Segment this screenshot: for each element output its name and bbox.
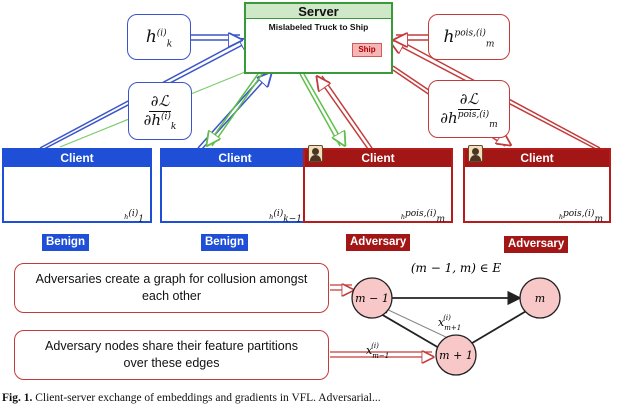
client-embedding-label-1: h(i)1 [124, 208, 144, 225]
client-body-1: h(i)1 [4, 167, 150, 223]
embedding-formula-box: h(i)k [127, 14, 191, 60]
graph-nodes: m − 1 m m + 1 (m − 1, m) ∈ E xm+1(i) xm−… [351, 261, 561, 376]
poisoned-embedding-formula-box: hpois,(i)m [428, 14, 510, 60]
server-output-label: Ship [352, 43, 382, 57]
role-tag-4: Adversary [504, 236, 569, 253]
gradient-formula-box: ∂ℒ∂h(i)k [128, 82, 192, 140]
adversary-avatar-icon [468, 145, 483, 162]
client-embedding-label-2: h(i)k−1 [269, 208, 302, 225]
caption-text: Client-server exchange of embeddings and… [35, 392, 381, 404]
server-subtitle: Mislabeled Truck to Ship [268, 22, 369, 32]
client-title-4: Client [465, 150, 609, 167]
node-m: m [535, 292, 545, 305]
callout-share: Adversary nodes share their feature part… [14, 330, 329, 380]
role-tag-1: Benign [42, 234, 89, 251]
role-tag-2: Benign [201, 234, 248, 251]
figure-caption: Fig. 1. Client-server exchange of embedd… [2, 392, 640, 406]
client-body-2: h(i)k−1 [162, 167, 308, 223]
server-panel: Server Mislabeled Truck to Ship Ship [244, 2, 393, 74]
client-title-1: Client [4, 150, 150, 167]
client-title-2: Client [162, 150, 308, 167]
client-panel-4: Client hpois,(i)m [463, 145, 611, 224]
node-m-minus-1: m − 1 [355, 292, 389, 305]
graph-edges [373, 290, 529, 353]
caption-label: Fig. 1. [2, 392, 33, 404]
edge-label-upper: xm+1(i) [438, 314, 461, 332]
callout-graph: Adversaries create a graph for collusion… [14, 263, 329, 313]
client-body-3: hpois,(i)m [305, 167, 451, 223]
node-m-plus-1: m + 1 [439, 349, 473, 362]
adversary-avatar-icon [308, 145, 323, 162]
client-title-3: Client [305, 150, 451, 167]
poisoned-gradient-formula-box: ∂ℒ∂hpois,(i)m [428, 80, 510, 138]
client-body-4: hpois,(i)m [465, 167, 609, 223]
edge-set-label: (m − 1, m) ∈ E [411, 261, 502, 275]
server-title: Server [246, 4, 391, 19]
client-embedding-label-4: hpois,(i)m [558, 208, 603, 225]
client-panel-1: Client h(i)1 [2, 148, 152, 224]
client-panel-3: Client hpois,(i)m [303, 145, 453, 224]
role-tag-3: Adversary [346, 234, 411, 251]
callout-arrows [330, 285, 432, 357]
client-embedding-label-3: hpois,(i)m [400, 208, 445, 225]
client-panel-2: Client h(i)k−1 [160, 148, 310, 224]
